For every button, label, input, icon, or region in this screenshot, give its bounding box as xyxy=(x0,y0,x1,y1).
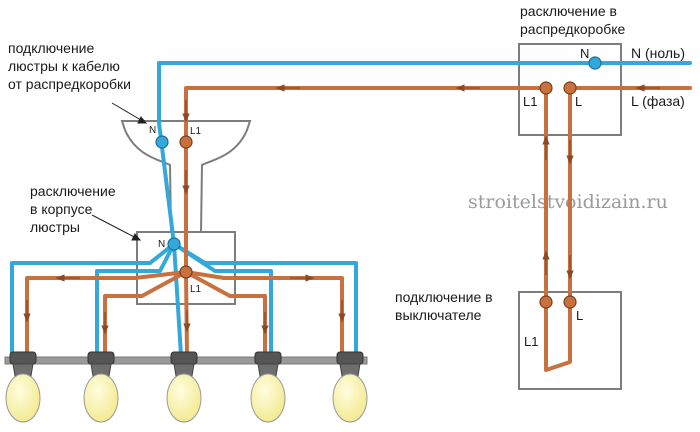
junction-l-label: L xyxy=(575,94,582,109)
phase-wiring xyxy=(25,86,692,372)
lamp-4 xyxy=(250,351,286,423)
chandelier-canopy xyxy=(120,120,252,233)
leader-lines xyxy=(91,102,148,241)
switch-label-2: выключателе xyxy=(395,307,482,323)
switch-l1-label: L1 xyxy=(524,334,538,349)
junction-label-1: расключение в xyxy=(520,3,617,19)
housing-n-dot xyxy=(167,237,181,251)
junction-l-dot xyxy=(563,81,577,95)
housing-label-3: люстры xyxy=(30,219,80,235)
canopy-l1-dot xyxy=(179,135,193,149)
lamps xyxy=(5,351,368,423)
housing-l1-label: L1 xyxy=(190,284,202,295)
neutral-wiring xyxy=(10,61,692,357)
lamp-1 xyxy=(5,351,41,423)
lamp-2 xyxy=(83,351,119,423)
terminal-dots xyxy=(155,56,602,309)
junction-n-label: N xyxy=(580,46,589,61)
switch-l1-dot xyxy=(539,295,553,309)
junction-l1-label: L1 xyxy=(523,94,537,109)
junction-l1-dot xyxy=(539,81,553,95)
neutral-wire-label: N (ноль) xyxy=(631,45,685,61)
chandelier-label-1: подключение xyxy=(8,40,95,56)
canopy-l1-label: L1 xyxy=(190,126,202,137)
switch-l-dot xyxy=(563,295,577,309)
canopy-n-dot xyxy=(155,135,169,149)
housing-label-1: расключение xyxy=(30,183,116,199)
housing-n-label: N xyxy=(158,239,165,250)
housing-label-2: в корпусе xyxy=(30,201,93,217)
phase-wire-label: L (фаза) xyxy=(631,93,685,109)
lamp-5 xyxy=(332,351,368,423)
chandelier-label-3: от распредкоробки xyxy=(8,76,131,92)
current-arrows xyxy=(23,84,660,335)
watermark-text: stroitelstvoidizain.ru xyxy=(468,191,668,213)
canopy-n-label: N xyxy=(149,125,156,136)
switch-l-label: L xyxy=(576,308,583,323)
switch-label-1: подключение в xyxy=(395,289,493,305)
lamp-3 xyxy=(166,351,202,423)
junction-label-2: распредкоробке xyxy=(520,21,626,37)
chandelier-label-2: люстры к кабелю xyxy=(8,58,120,74)
housing-l1-dot xyxy=(179,265,193,279)
junction-n-dot xyxy=(588,56,602,70)
